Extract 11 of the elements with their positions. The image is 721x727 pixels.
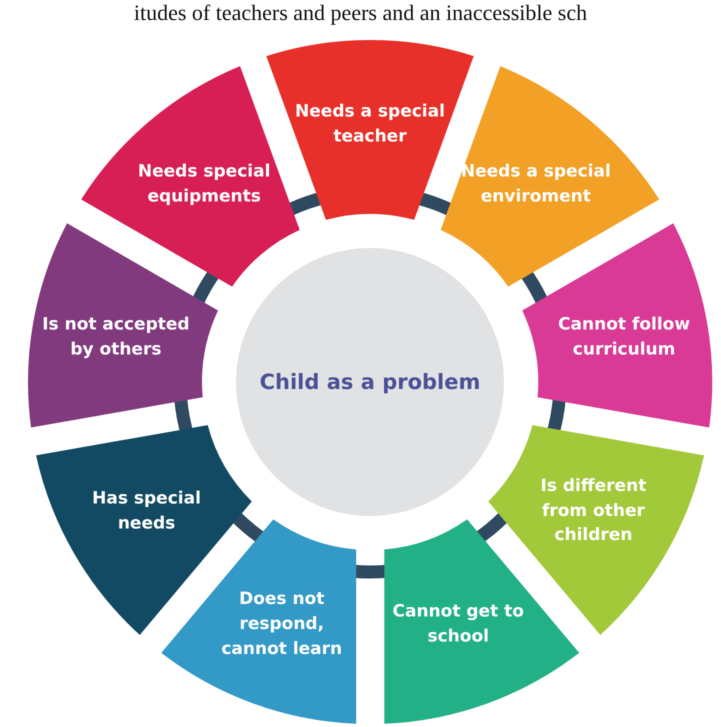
segment-label: Does not respond, cannot learn [220,588,344,661]
segment-label: Is different from other children [540,475,648,548]
segment-label: Needs a special enviroment [460,160,611,208]
segment-label: Needs a special teacher [294,100,445,148]
heading-fragment: itudes of teachers and peers and an inaccessible sch [132,0,588,26]
center-label: Child as a problem [260,370,480,394]
segment-label: Is not accepted by others [41,314,191,362]
segment-label: Cannot get to school [392,600,525,648]
segment-label: Needs special equipments [136,160,272,208]
segment-label: Has special needs [91,487,202,535]
segment-label: Cannot follow curriculum [557,314,692,362]
